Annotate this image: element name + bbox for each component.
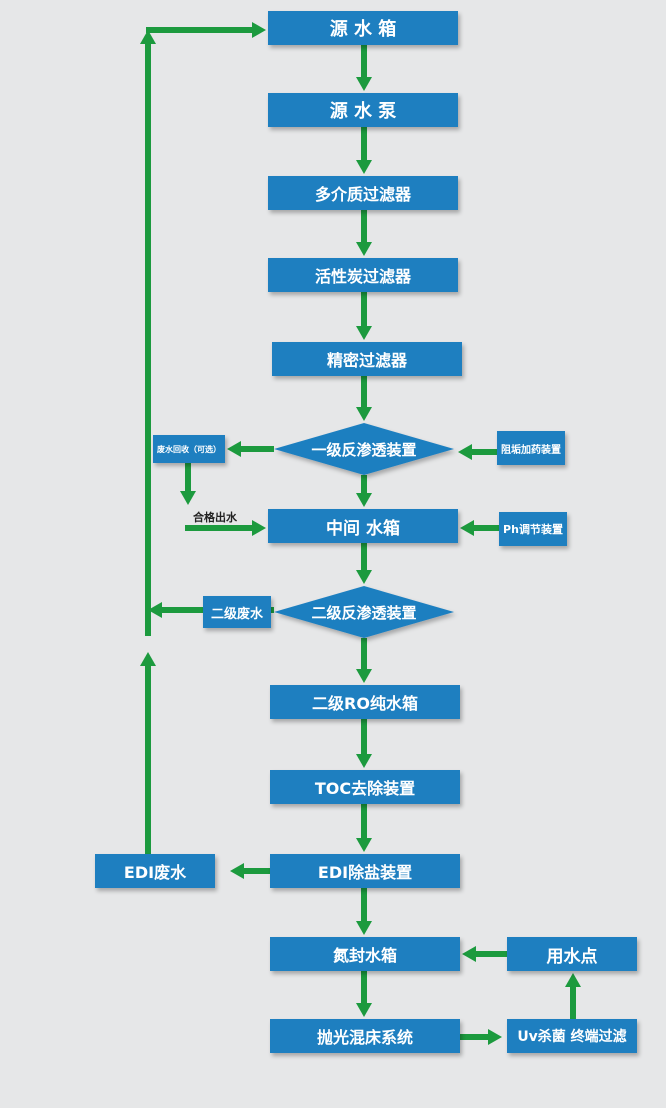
arrow-toc-to-edi-head: [356, 838, 372, 852]
arrow-recovery-down-head: [180, 491, 196, 505]
qualified-water-label: 合格出水: [193, 511, 237, 524]
primary-ro-label: 一级反渗透装置: [311, 440, 417, 459]
arrow-return-to-source-head: [252, 22, 266, 38]
nitrogen-tank-box: 氮封水箱: [270, 937, 460, 971]
arrow-tank-to-pump-head: [356, 77, 372, 91]
arrow-uv-to-usepoint-head: [565, 973, 581, 987]
arrow-ro2-to-ro-tank-head: [356, 669, 372, 683]
arrow-return-up-head: [140, 30, 156, 44]
arrow-ro1-to-intermediate-head: [356, 493, 372, 507]
arrow-ro1-to-recovery-head: [227, 441, 241, 457]
arrow-ediwaste-up-head: [140, 652, 156, 666]
arrow-polishing-to-uv-head: [488, 1029, 502, 1045]
arrow-antiscalant-to-ro1-head: [458, 444, 472, 460]
multimedia-filter-box: 多介质过滤器: [268, 176, 458, 210]
use-point-box: 用水点: [507, 937, 637, 971]
secondary-waste-box: 二级废水: [203, 596, 271, 628]
arrow-qualified-to-intermediate-head: [252, 520, 266, 536]
ph-adjust-box: Ph调节装置: [499, 512, 567, 546]
arrow-ro-tank-to-toc-head: [356, 754, 372, 768]
arrow-pump-to-multimedia-head: [356, 160, 372, 174]
source-pump-box: 源 水 泵: [268, 93, 458, 127]
uv-filter-box: Uv杀菌 终端过滤: [507, 1019, 637, 1053]
toc-removal-box: TOC去除装置: [270, 770, 460, 804]
antiscalant-box: 阻垢加药装置: [497, 431, 565, 465]
polishing-bed-box: 抛光混床系统: [270, 1019, 460, 1053]
arrow-precision-to-ro1-head: [356, 407, 372, 421]
arrow-usepoint-to-nitrogen-head: [462, 946, 476, 962]
arrow-multimedia-to-carbon-head: [356, 242, 372, 256]
arrow-intermediate-to-ro2-head: [356, 570, 372, 584]
edi-waste-box: EDI废水: [95, 854, 215, 888]
precision-filter-box: 精密过滤器: [272, 342, 462, 376]
arrow-ph-to-intermediate-head: [460, 520, 474, 536]
intermediate-tank-box: 中间 水箱: [268, 509, 458, 543]
secondary-ro-label: 二级反渗透装置: [311, 603, 417, 622]
secondary-ro-diamond: [274, 586, 454, 638]
primary-ro-diamond: [274, 423, 454, 475]
wastewater-recovery-box: 废水回收（可选）: [153, 435, 225, 463]
arrow-edi-to-nitrogen-head: [356, 921, 372, 935]
edi-unit-box: EDI除盐装置: [270, 854, 460, 888]
source-tank-box: 源 水 箱: [268, 11, 458, 45]
arrow-carbon-to-precision-head: [356, 326, 372, 340]
arrow-ro2-to-waste-head: [148, 602, 162, 618]
carbon-filter-box: 活性炭过滤器: [268, 258, 458, 292]
secondary-ro-tank-box: 二级RO纯水箱: [270, 685, 460, 719]
diamond-shapes: [274, 423, 454, 638]
arrow-layer: [140, 22, 581, 1045]
arrow-nitrogen-to-polishing-head: [356, 1003, 372, 1017]
arrow-edi-to-ediwaste-head: [230, 863, 244, 879]
